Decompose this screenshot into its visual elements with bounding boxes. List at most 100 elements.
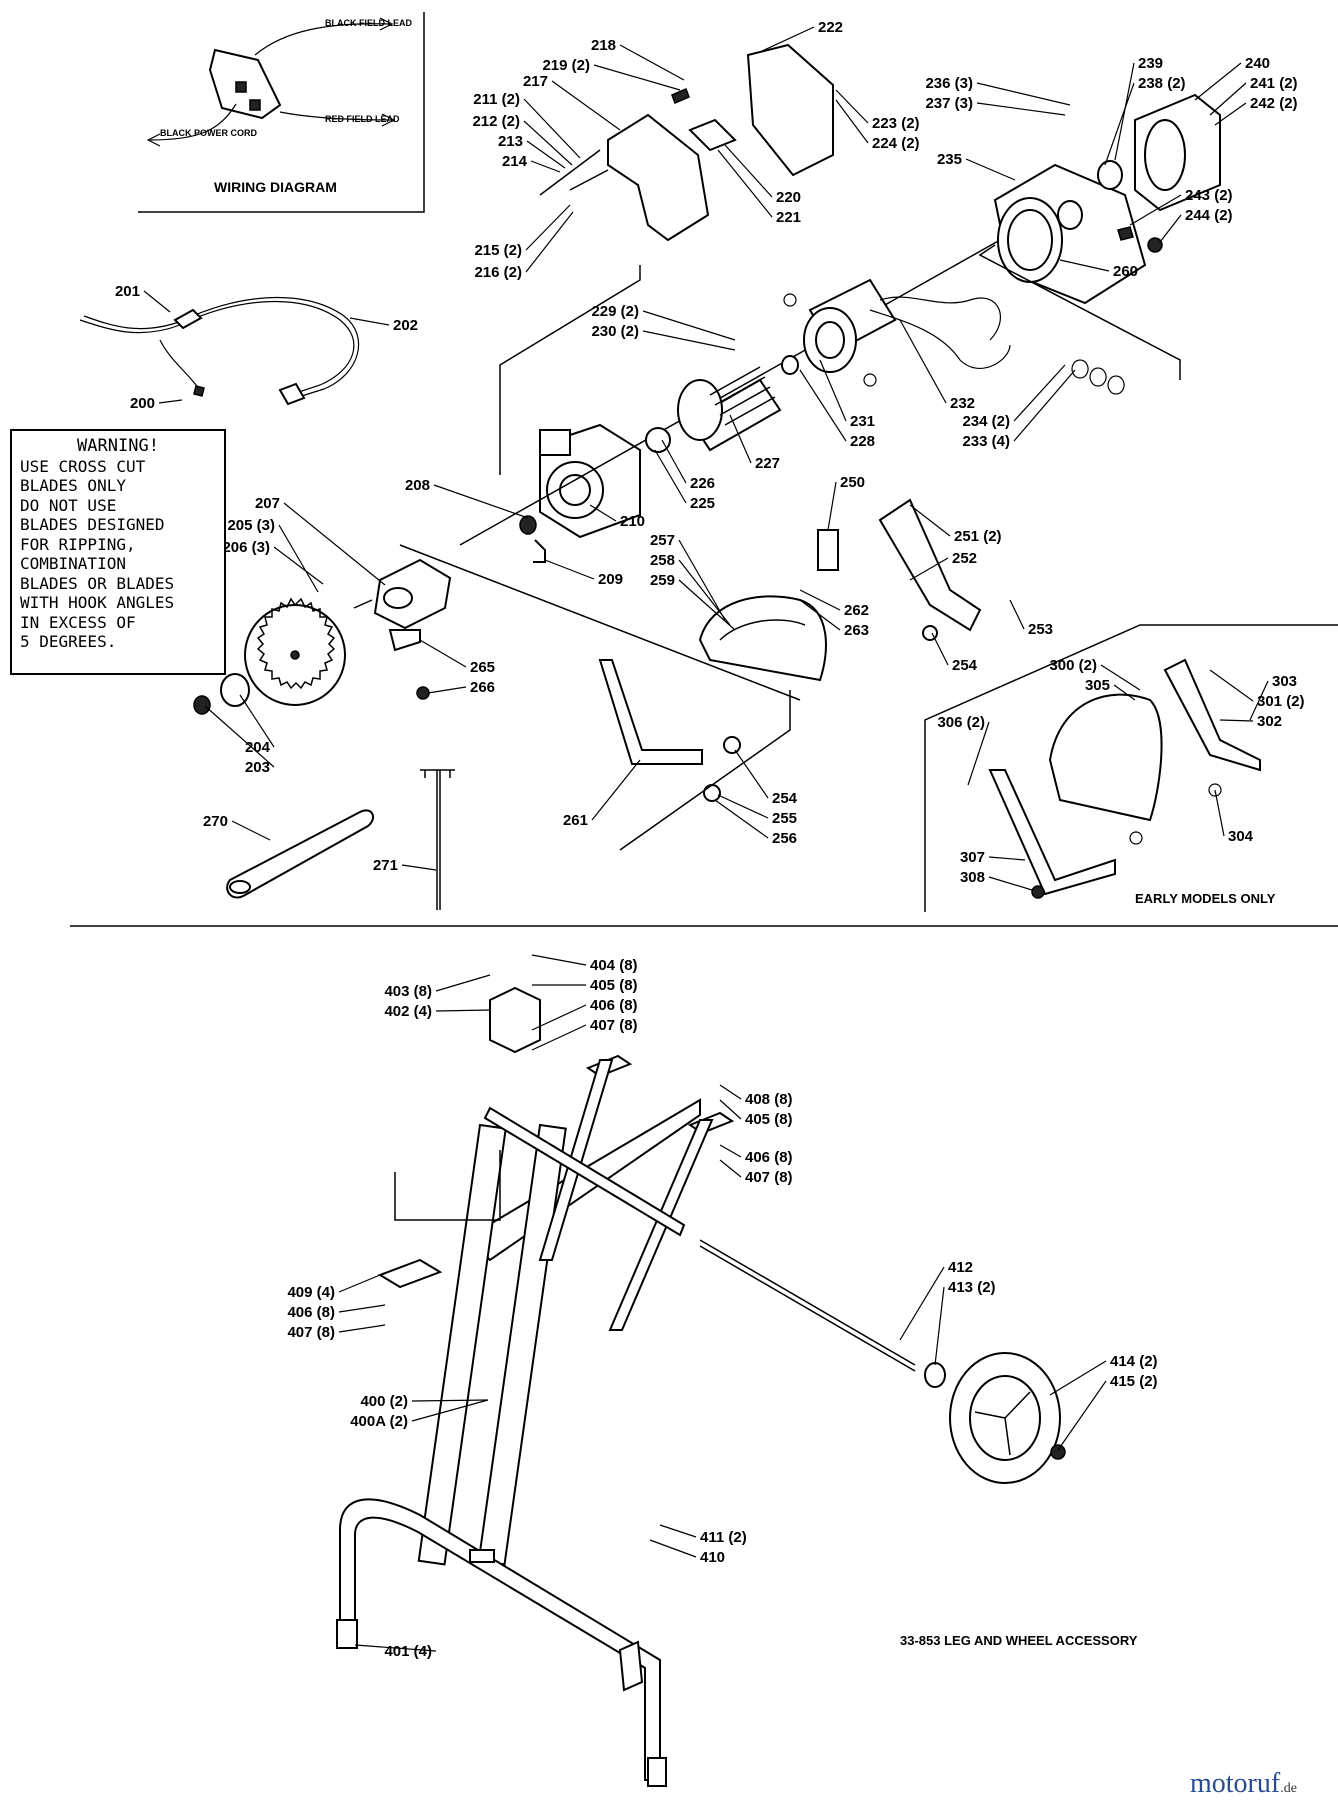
callout-263: 263	[844, 622, 869, 639]
leader-line-238	[1104, 82, 1135, 166]
leader-line-403	[435, 974, 491, 992]
leader-line-243	[1129, 194, 1182, 226]
leader-line-214	[530, 160, 561, 173]
callout-213: 213	[498, 133, 523, 150]
callout-216: 216 (2)	[474, 264, 522, 281]
callout-232: 232	[950, 395, 975, 412]
leader-line-230	[642, 330, 736, 351]
callout-401: 401 (4)	[384, 1643, 432, 1660]
arm-261	[598, 659, 703, 765]
leader-line-217	[551, 80, 621, 131]
leader-line-234	[1013, 364, 1066, 422]
leader-line-407a	[531, 1024, 587, 1051]
arm-252	[878, 498, 982, 632]
callout-231: 231	[850, 413, 875, 430]
leader-line-410	[649, 1539, 697, 1558]
leader-line-215	[525, 204, 571, 251]
leader-line-257	[678, 539, 726, 621]
leader-line-411	[659, 1524, 697, 1538]
leader-line-227	[729, 414, 752, 464]
leader-line-224	[835, 99, 869, 144]
bracket-402	[489, 986, 541, 1054]
callout-262: 262	[844, 602, 869, 619]
wiring-diagram-title: WIRING DIAGRAM	[214, 179, 337, 195]
leader-line-308	[988, 876, 1033, 891]
callout-202: 202	[393, 317, 418, 334]
leader-line-406c	[338, 1304, 386, 1313]
leg-stand	[336, 986, 1066, 1787]
callout-407c: 407 (8)	[287, 1324, 335, 1341]
leader-line-219	[593, 64, 681, 91]
callout-300: 300 (2)	[1049, 657, 1097, 674]
early-models-inset	[924, 624, 1338, 912]
brand-logo: motoruf.de	[1190, 1768, 1297, 1800]
power-cord	[79, 296, 360, 406]
leader-line-258	[678, 559, 731, 626]
caption-leg-wheel-accessory: 33-853 LEG AND WHEEL ACCESSORY	[900, 1633, 1138, 1648]
leg-400-a	[417, 1123, 507, 1566]
callout-221: 221	[776, 209, 801, 226]
leader-line-261	[591, 759, 641, 821]
callout-250: 250	[840, 474, 865, 491]
callout-265: 265	[470, 659, 495, 676]
warning-title: WARNING!	[77, 436, 159, 456]
leader-line-406a	[531, 1004, 587, 1031]
callout-206: 206 (3)	[222, 539, 270, 556]
leader-line-240	[1194, 62, 1242, 101]
leader-line-409	[338, 1274, 381, 1293]
callout-203: 203	[245, 759, 270, 776]
leader-line-231	[819, 359, 847, 422]
callout-254a: 254	[952, 657, 978, 674]
callout-226: 226	[690, 475, 715, 492]
leader-line-304	[1214, 789, 1225, 837]
axle-412	[699, 1239, 916, 1366]
leader-line-207	[283, 502, 386, 586]
callout-406b: 406 (8)	[745, 1149, 793, 1166]
switch-220	[688, 118, 737, 152]
callout-237: 237 (3)	[925, 95, 973, 112]
leader-line-263	[799, 599, 841, 631]
leader-line-209	[544, 559, 595, 580]
callout-271: 271	[373, 857, 398, 874]
leader-line-266	[427, 686, 467, 694]
callout-407b: 407 (8)	[745, 1169, 793, 1186]
leader-line-200	[158, 399, 183, 404]
callout-242: 242 (2)	[1250, 95, 1298, 112]
leader-line-208	[433, 484, 529, 519]
callout-214: 214	[502, 153, 528, 170]
leader-line-205	[278, 524, 319, 593]
arm-302	[1163, 658, 1261, 772]
leader-line-259	[678, 579, 736, 631]
leader-line-237	[976, 102, 1066, 116]
cord-strain-relief	[173, 308, 203, 330]
leader-line-302	[1219, 719, 1254, 722]
leader-line-414	[1049, 1360, 1107, 1396]
callout-204: 204	[245, 739, 271, 756]
leader-line-210	[589, 504, 617, 522]
black-field-lead-label: BLACK FIELD LEAD	[325, 18, 412, 28]
bracket-410	[618, 1640, 644, 1692]
callout-208: 208	[405, 477, 430, 494]
callout-201: 201	[115, 283, 140, 300]
brand-name: motoruf	[1190, 1768, 1281, 1799]
callout-227: 227	[755, 455, 780, 472]
bracket-250	[817, 529, 839, 571]
leader-line-401	[354, 1644, 437, 1652]
callout-241: 241 (2)	[1250, 75, 1298, 92]
callout-243: 243 (2)	[1185, 187, 1233, 204]
callout-411: 411 (2)	[700, 1529, 747, 1546]
handle-217	[607, 113, 710, 242]
callout-306: 306 (2)	[937, 714, 985, 731]
black-power-cord-label: BLACK POWER CORD	[160, 128, 257, 138]
callout-210: 210	[620, 513, 645, 530]
callout-207: 207	[255, 495, 280, 512]
callout-220: 220	[776, 189, 801, 206]
leader-line-233	[1013, 369, 1076, 442]
leader-line-236	[976, 82, 1071, 106]
leader-line-305	[1113, 684, 1136, 701]
leader-line-242	[1214, 102, 1247, 126]
callout-414: 414 (2)	[1110, 1353, 1158, 1370]
callout-239: 239	[1138, 55, 1163, 72]
leader-line-221	[717, 149, 773, 218]
